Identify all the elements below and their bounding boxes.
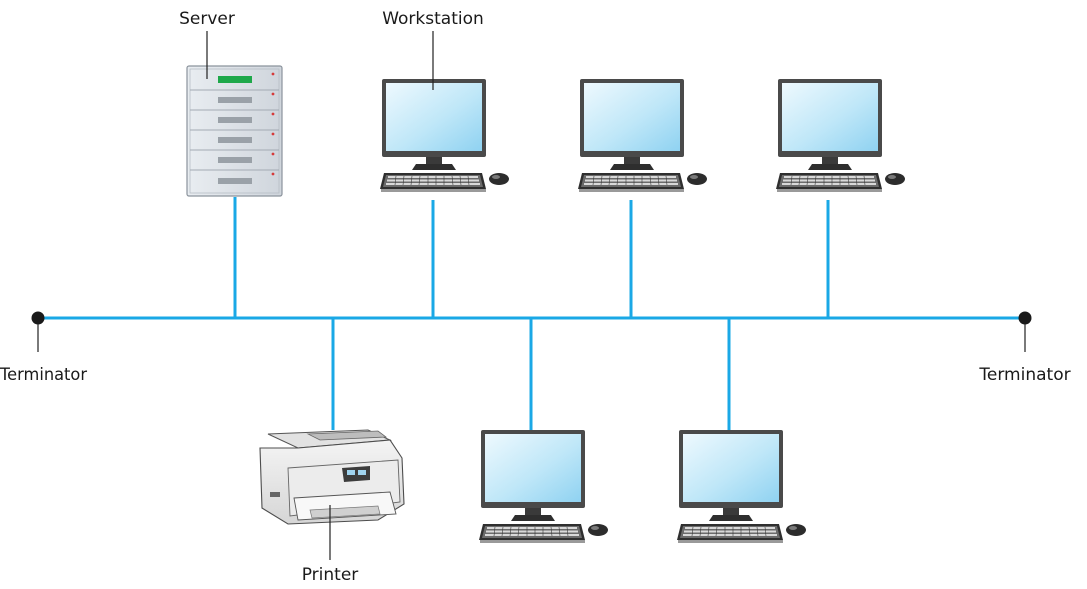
workstation-5-icon	[676, 429, 807, 544]
printer-label: Printer	[302, 565, 359, 585]
server-icon	[186, 65, 283, 197]
server-label: Server	[179, 9, 235, 29]
workstation-2-icon	[577, 78, 708, 193]
terminator-left	[31, 311, 45, 352]
terminator-right-icon	[1018, 311, 1032, 325]
terminator-left-icon	[31, 311, 45, 325]
workstation-1-icon	[379, 78, 510, 193]
terminator-right-label: Terminator	[978, 365, 1070, 385]
terminator-left-label: Terminator	[0, 365, 87, 385]
terminator-right	[1018, 311, 1032, 352]
workstation-3-icon	[775, 78, 906, 193]
printer-icon	[259, 429, 405, 525]
workstation-4-icon	[478, 429, 609, 544]
workstation-label: Workstation	[382, 9, 484, 29]
